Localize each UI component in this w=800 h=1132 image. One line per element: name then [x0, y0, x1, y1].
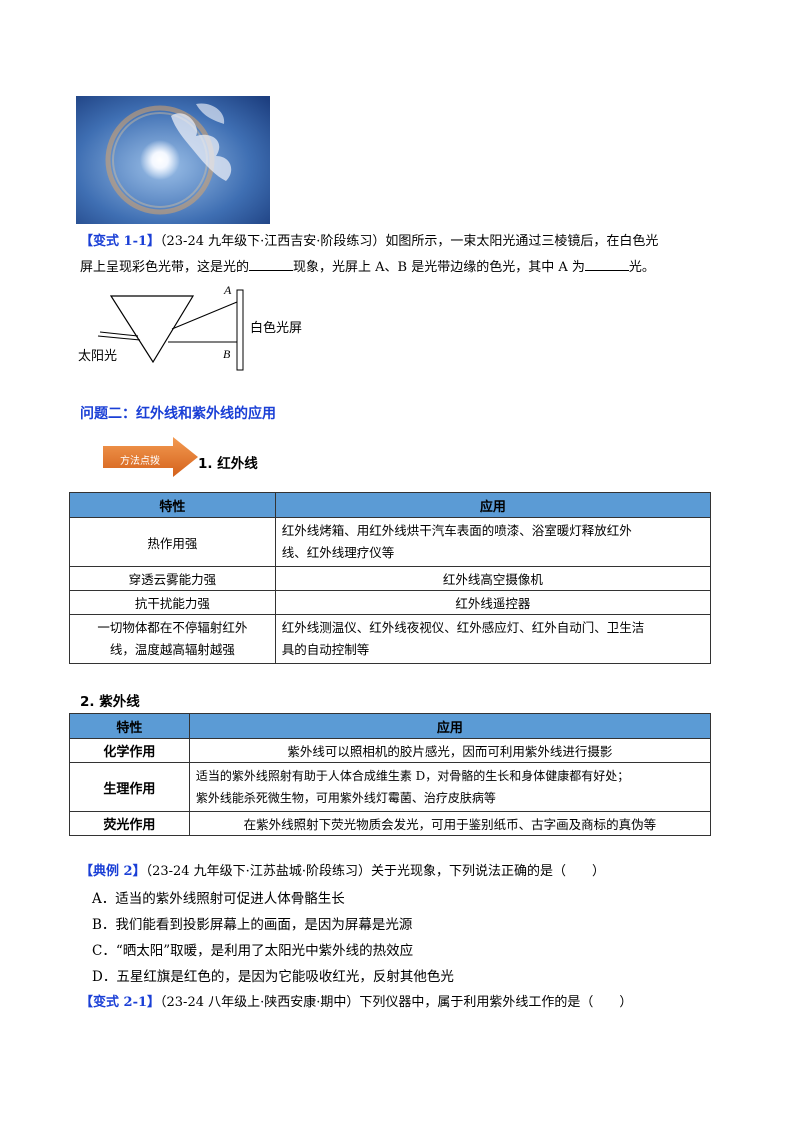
table-header-row: 特性 应用 — [69, 492, 712, 518]
label-a: A — [223, 283, 232, 297]
application-line: 具的自动控制等 — [281, 642, 370, 657]
application-cell: 红外线遥控器 — [274, 590, 712, 615]
variant-1-1-line-1: 【变式 1-1】（23-24 九年级下·江西吉安·阶段练习）如图所示，一束太阳光… — [80, 232, 658, 252]
example-2-stem: 【典例 2】（23-24 九年级下·江苏盐城·阶段练习）关于光现象，下列说法正确… — [80, 862, 605, 882]
ultraviolet-table: 特性 应用 化学作用 紫外线可以照相机的胶片感光，因而可利用紫外线进行摄影 生理… — [69, 713, 712, 836]
label-b: B — [223, 347, 231, 361]
property-cell: 荧光作用 — [69, 811, 190, 836]
question-text: （23-24 八年级上·陕西安康·期中）下列仪器中，属于利用紫外线工作的是（ ） — [160, 995, 633, 1010]
table-row: 热作用强 红外线烤箱、用红外线烘干汽车表面的喷漆、浴室暖灯释放红外 线、红外线理… — [69, 517, 712, 567]
property-line: 线，温度越高辐射越强 — [109, 642, 235, 657]
white-screen — [236, 289, 244, 371]
table-row: 抗干扰能力强 红外线遥控器 — [69, 590, 712, 615]
table-row: 生理作用 适当的紫外线照射有助于人体合成维生素 D，对骨骼的生长和身体健康都有好… — [69, 762, 712, 812]
answer-blank[interactable] — [249, 258, 294, 271]
answer-blank[interactable] — [584, 258, 629, 271]
method-badge-arrow — [103, 437, 198, 477]
application-cell: 适当的紫外线照射有助于人体合成维生素 D，对骨骼的生长和身体健康都有好处； 紫外… — [188, 762, 712, 812]
question-text: （23-24 九年级下·江苏盐城·阶段练习）关于光现象，下列说法正确的是（ ） — [145, 864, 605, 879]
property-cell: 热作用强 — [69, 517, 276, 567]
property-line: 一切物体都在不停辐射红外 — [97, 620, 248, 635]
property-cell: 化学作用 — [69, 738, 190, 763]
subheading-infrared: 1. 红外线 — [198, 456, 258, 472]
option-c[interactable]: C．“晒太阳”取暖，是利用了太阳光中紫外线的热效应 — [92, 943, 414, 959]
prism-diagram: A B 白色光屏 太阳光 — [78, 283, 302, 371]
application-line: 红外线测温仪、红外线夜视仪、红外感应灯、红外自动门、卫生洁 — [281, 620, 645, 635]
property-cell: 一切物体都在不停辐射红外 线，温度越高辐射越强 — [69, 614, 276, 664]
table-row: 荧光作用 在紫外线照射下荧光物质会发光，可用于鉴别纸币、古字画及商标的真伪等 — [69, 811, 712, 836]
sunlight-label: 太阳光 — [78, 349, 117, 364]
header-property: 特性 — [69, 492, 276, 518]
application-line: 适当的紫外线照射有助于人体合成维生素 D，对骨骼的生长和身体健康都有好处； — [195, 769, 630, 783]
screen-label: 白色光屏 — [250, 320, 302, 336]
option-d[interactable]: D．五星红旗是红色的，是因为它能吸收红光，反射其他色光 — [92, 969, 454, 985]
example-label: 【典例 2】 — [80, 864, 146, 879]
incident-ray — [97, 335, 141, 341]
variant-label: 【变式 2-1】 — [80, 995, 161, 1010]
header-application: 应用 — [188, 713, 712, 739]
question-text: 如图所示，一束太阳光通过三棱镜后，在白色光 — [385, 234, 659, 249]
source-text: （23-24 九年级下·江西吉安·阶段练习） — [160, 234, 386, 249]
table-row: 一切物体都在不停辐射红外 线，温度越高辐射越强 红外线测温仪、红外线夜视仪、红外… — [69, 614, 712, 664]
table-header-row: 特性 应用 — [69, 713, 712, 739]
table-row: 化学作用 紫外线可以照相机的胶片感光，因而可利用紫外线进行摄影 — [69, 738, 712, 763]
infrared-table: 特性 应用 热作用强 红外线烤箱、用红外线烘干汽车表面的喷漆、浴室暖灯释放红外 … — [69, 492, 712, 664]
prism-shape — [109, 295, 195, 364]
sun-halo-photo — [76, 96, 270, 224]
application-cell: 在紫外线照射下荧光物质会发光，可用于鉴别纸币、古字画及商标的真伪等 — [188, 811, 712, 836]
application-cell: 紫外线可以照相机的胶片感光，因而可利用紫外线进行摄影 — [188, 738, 712, 763]
section-title: 问题二：红外线和紫外线的应用 — [80, 406, 276, 422]
application-cell: 红外线烤箱、用红外线烘干汽车表面的喷漆、浴室暖灯释放红外 线、红外线理疗仪等 — [274, 517, 712, 567]
application-cell: 红外线高空摄像机 — [274, 566, 712, 591]
application-line: 红外线烤箱、用红外线烘干汽车表面的喷漆、浴室暖灯释放红外 — [281, 523, 632, 538]
method-badge-label: 方法点拨 — [120, 456, 160, 467]
option-a[interactable]: A．适当的紫外线照射可促进人体骨骼生长 — [92, 891, 345, 907]
property-cell: 生理作用 — [69, 762, 190, 812]
question-text: 现象，光屏上 A、B 是光带边缘的色光，其中 A 为 — [293, 260, 585, 275]
variant-1-1-line-2: 屏上呈现彩色光带，这是光的 现象，光屏上 A、B 是光带边缘的色光，其中 A 为 光… — [80, 258, 655, 278]
variant-2-1-stem: 【变式 2-1】（23-24 八年级上·陕西安康·期中）下列仪器中，属于利用紫外… — [80, 993, 632, 1013]
question-text: 屏上呈现彩色光带，这是光的 — [80, 260, 250, 275]
property-cell: 抗干扰能力强 — [69, 590, 276, 615]
subheading-ultraviolet: 2. 紫外线 — [80, 694, 140, 710]
variant-label: 【变式 1-1】 — [80, 234, 161, 249]
option-b[interactable]: B．我们能看到投影屏幕上的画面，是因为屏幕是光源 — [92, 917, 413, 933]
application-line: 线、红外线理疗仪等 — [281, 545, 395, 560]
header-property: 特性 — [69, 713, 190, 739]
refracted-ray-a — [171, 301, 238, 330]
incident-ray — [99, 331, 139, 337]
table-row: 穿透云雾能力强 红外线高空摄像机 — [69, 566, 712, 591]
application-line: 紫外线能杀死微生物，可用紫外线灯霉菌、治疗皮肤病等 — [195, 791, 496, 805]
property-cell: 穿透云雾能力强 — [69, 566, 276, 591]
application-cell: 红外线测温仪、红外线夜视仪、红外感应灯、红外自动门、卫生洁 具的自动控制等 — [274, 614, 712, 664]
question-text: 光。 — [628, 260, 655, 275]
header-application: 应用 — [274, 492, 712, 518]
